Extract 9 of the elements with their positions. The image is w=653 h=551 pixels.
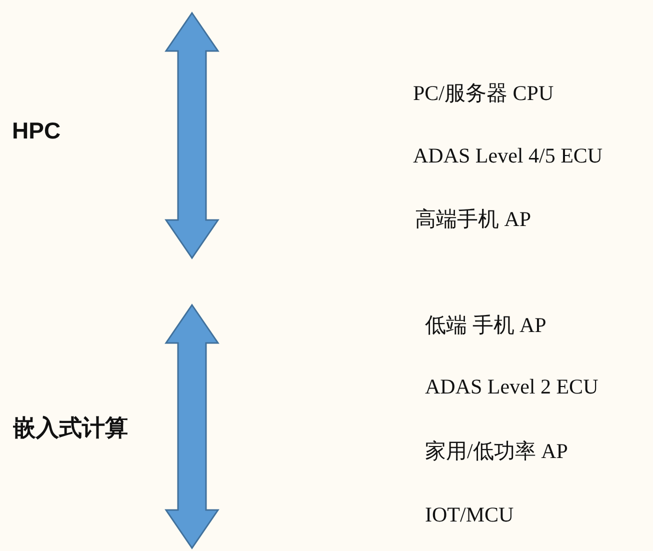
category-label: HPC [12,118,61,144]
item-label: 高端手机 AP [415,206,532,233]
item-label: IOT/MCU [425,502,514,528]
item-label: 家用/低功率 AP [425,438,568,465]
item-label: PC/服务器 CPU [413,80,554,107]
category-label: 嵌入式计算 [13,414,128,442]
item-label: 低端 手机 AP [425,312,546,339]
item-label: ADAS Level 2 ECU [425,374,598,400]
item-label: ADAS Level 4/5 ECU [413,144,603,168]
